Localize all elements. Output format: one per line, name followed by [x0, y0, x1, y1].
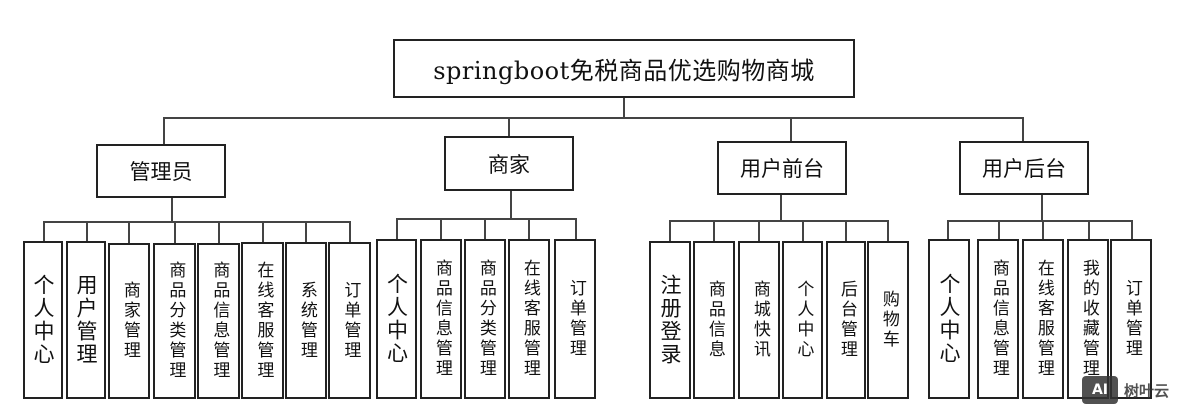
connector [790, 117, 792, 142]
leaf-back-personal-center: 个人中心 [928, 239, 970, 399]
connector [887, 220, 889, 242]
connector [262, 221, 264, 243]
connector [508, 117, 510, 137]
leaf-admin-order-mgmt: 订单管理 [328, 242, 371, 399]
connector [128, 221, 130, 244]
leaf-front-personal-center: 个人中心 [782, 241, 823, 399]
connector [1041, 195, 1043, 221]
connector [998, 220, 1000, 240]
leaf-admin-product-mgmt: 商品信息管理 [197, 243, 240, 399]
category-merchant: 商家 [444, 136, 574, 191]
leaf-merchant-order-mgmt: 订单管理 [554, 239, 596, 399]
watermark-text: 树叶云 [1124, 381, 1170, 400]
category-user-backend: 用户后台 [959, 141, 1089, 195]
category-user-frontend: 用户前台 [717, 141, 847, 195]
leaf-front-register-login: 注册登录 [649, 241, 691, 399]
leaf-admin-merchant-mgmt: 商家管理 [108, 243, 150, 399]
connector [802, 220, 804, 242]
leaf-merchant-personal-center: 个人中心 [376, 239, 417, 399]
category-admin: 管理员 [96, 144, 226, 198]
connector [396, 218, 577, 220]
connector [947, 220, 949, 240]
connector [305, 221, 307, 243]
connector [1042, 220, 1044, 240]
connector [947, 220, 1133, 222]
connector [43, 221, 45, 242]
connector [484, 218, 486, 240]
connector [780, 195, 782, 221]
connector [163, 117, 165, 145]
connector [1088, 220, 1090, 240]
watermark-logo: AI [1082, 376, 1118, 404]
connector [713, 220, 715, 242]
leaf-back-order-mgmt: 订单管理 [1110, 239, 1152, 399]
watermark: AI 树叶云 [1082, 370, 1185, 410]
connector [349, 221, 351, 243]
leaf-admin-personal-center: 个人中心 [23, 241, 63, 399]
leaf-back-favorites-mgmt: 我的收藏管理 [1067, 239, 1109, 399]
connector [758, 220, 760, 242]
connector [845, 220, 847, 242]
leaf-front-product-info: 商品信息 [693, 241, 735, 399]
connector [163, 117, 1024, 119]
connector [43, 221, 351, 223]
connector [440, 218, 442, 240]
connector [86, 221, 88, 242]
connector [1131, 220, 1133, 240]
leaf-merchant-product-mgmt: 商品信息管理 [420, 239, 462, 399]
connector [174, 221, 176, 244]
connector [510, 191, 512, 219]
leaf-front-mall-news: 商城快讯 [738, 241, 780, 399]
leaf-merchant-category-mgmt: 商品分类管理 [464, 239, 506, 399]
connector [396, 218, 398, 240]
leaf-admin-category-mgmt: 商品分类管理 [153, 243, 196, 399]
leaf-admin-user-mgmt: 用户管理 [66, 241, 106, 399]
connector [669, 220, 671, 242]
leaf-front-backend-mgmt: 后台管理 [826, 241, 866, 399]
connector [575, 218, 577, 240]
leaf-back-product-mgmt: 商品信息管理 [977, 239, 1019, 399]
leaf-front-shopping-cart: 购物车 [867, 241, 909, 399]
connector [1022, 117, 1024, 142]
connector [528, 218, 530, 240]
connector [623, 98, 625, 118]
leaf-admin-system-mgmt: 系统管理 [285, 242, 327, 399]
connector [669, 220, 889, 222]
connector [218, 221, 220, 244]
root-node: springboot免税商品优选购物商城 [393, 39, 855, 98]
leaf-admin-service-mgmt: 在线客服管理 [241, 242, 284, 399]
connector [171, 198, 173, 222]
leaf-merchant-service-mgmt: 在线客服管理 [508, 239, 550, 399]
leaf-back-service-mgmt: 在线客服管理 [1022, 239, 1064, 399]
